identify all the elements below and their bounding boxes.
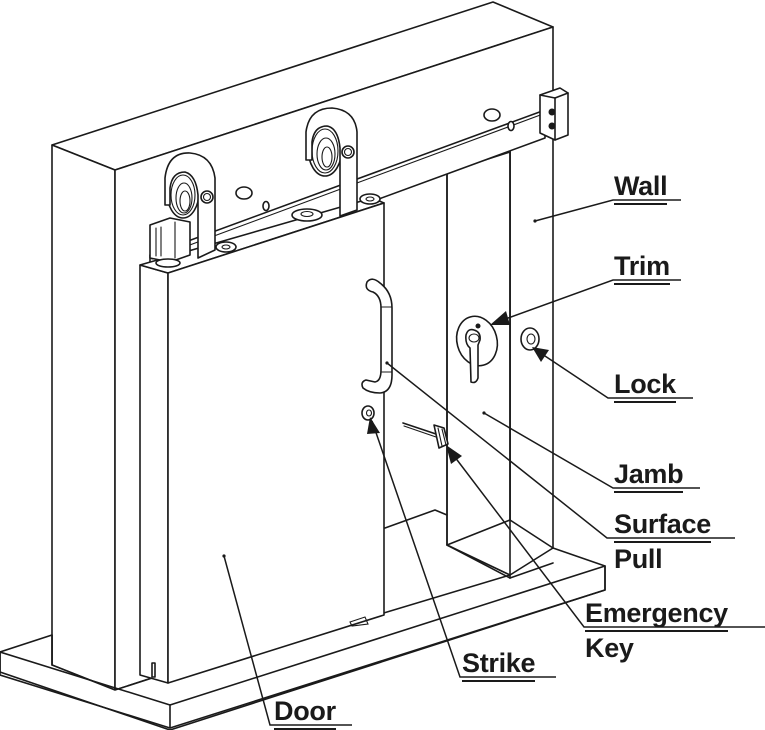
trim xyxy=(455,315,499,384)
strike-leader xyxy=(371,420,556,678)
roller-hanger-right xyxy=(291,107,381,222)
label-strike: Strike xyxy=(462,650,536,682)
door-front xyxy=(167,202,385,684)
label-pull: Pull xyxy=(614,544,663,574)
emergency-key xyxy=(402,422,449,449)
floor-guide xyxy=(151,662,156,678)
emergency-key-leader xyxy=(447,447,765,628)
end-stop xyxy=(539,87,569,141)
leader-lines xyxy=(222,199,765,726)
rail-screw-hole xyxy=(507,120,515,132)
lock xyxy=(520,327,540,351)
label-trim: Trim xyxy=(614,253,670,285)
hanger-bolt xyxy=(200,190,214,204)
rail-screw-hole xyxy=(262,200,270,212)
trim-leader xyxy=(496,279,681,323)
surface-pull-leader xyxy=(386,362,735,539)
strike xyxy=(361,405,375,421)
door-leader xyxy=(223,555,352,726)
hanger-bolt xyxy=(341,145,355,159)
lock-leader xyxy=(535,349,693,399)
jamb-leader xyxy=(483,412,700,489)
jamb-foot xyxy=(446,519,554,576)
rail-spacer xyxy=(483,108,501,122)
rail-spacer xyxy=(235,186,253,200)
label-surface: Surface xyxy=(614,511,711,543)
label-wall: Wall xyxy=(614,173,668,205)
label-jamb: Jamb xyxy=(614,461,684,493)
surface-pull xyxy=(361,278,393,394)
label-key: Key xyxy=(585,633,634,663)
label-door: Door xyxy=(274,698,336,730)
wall-leader xyxy=(534,199,681,222)
wall-left-face xyxy=(51,144,116,691)
door-edge xyxy=(139,264,169,684)
label-lock: Lock xyxy=(614,371,676,403)
roller-hanger-left xyxy=(149,152,237,268)
door xyxy=(139,197,385,684)
label-emergency: Emergency xyxy=(585,600,728,632)
